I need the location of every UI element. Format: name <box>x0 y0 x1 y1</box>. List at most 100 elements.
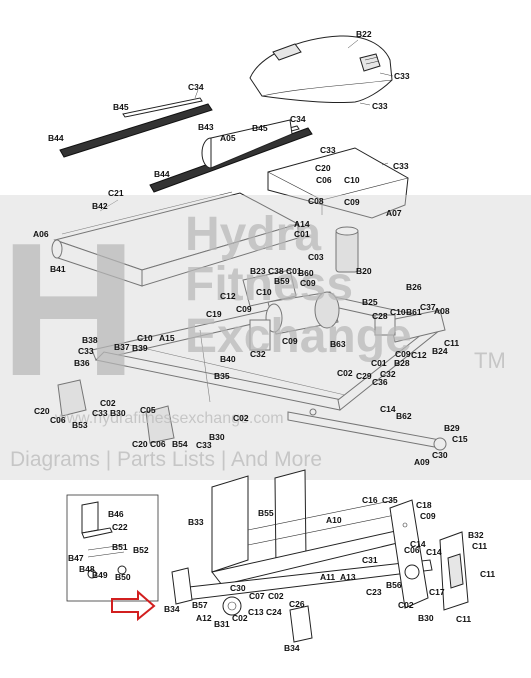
caster-wheel <box>222 596 242 616</box>
inset-detail-box <box>66 494 159 602</box>
label-C33-low: C33 <box>196 440 212 450</box>
label-B31: B31 <box>214 619 230 629</box>
label-C10-low: C10 <box>137 333 153 343</box>
label-C11-mid: C11 <box>472 541 487 551</box>
motor-pan <box>267 147 409 219</box>
label-C01-right: C01 <box>371 358 387 368</box>
label-C09-bottom: C09 <box>420 511 436 521</box>
label-B42: B42 <box>92 201 108 211</box>
label-C10-top: C10 <box>344 175 360 185</box>
label-B46: B46 <box>108 509 124 519</box>
label-B48: B48 <box>79 564 95 574</box>
label-C24: C24 <box>266 607 282 617</box>
label-C18: C18 <box>416 500 432 510</box>
label-B29: B29 <box>444 423 460 433</box>
label-C33-mid-left: C33 <box>92 408 108 418</box>
incline-bracket <box>374 309 446 343</box>
label-A08: A08 <box>434 306 450 316</box>
label-C33-mid: C33 <box>320 145 336 155</box>
side-cover <box>439 531 469 611</box>
label-C33-right: C33 <box>393 161 409 171</box>
label-C02-left: C02 <box>100 398 116 408</box>
label-C31: C31 <box>362 555 378 565</box>
label-C02-right: C02 <box>337 368 353 378</box>
label-B40: B40 <box>220 354 236 364</box>
label-C33-left: C33 <box>78 346 94 356</box>
label-A06: A06 <box>33 229 49 239</box>
label-C17: C17 <box>429 587 445 597</box>
label-C09-motor: C09 <box>282 336 298 346</box>
label-B32: B32 <box>468 530 484 540</box>
watermark-url: www.hydrafitnessexchange.com <box>54 410 284 427</box>
watermark-line2: Fitness <box>185 258 353 311</box>
running-belt <box>51 191 300 287</box>
watermark-trademark: TM <box>474 348 506 373</box>
label-B38: B38 <box>82 335 98 345</box>
label-C09-mid: C09 <box>300 278 316 288</box>
label-B60: B60 <box>298 268 314 278</box>
watermark-line3: Exchange <box>185 310 412 363</box>
label-C14-bottom: C14 <box>426 547 442 557</box>
label-C07: C07 <box>249 591 265 601</box>
rear-foot-left <box>57 379 87 417</box>
label-C19: C19 <box>206 309 222 319</box>
label-C11-right: C11 <box>480 569 495 579</box>
front-roller <box>201 119 293 169</box>
front-foot-right <box>289 605 313 643</box>
label-A05: A05 <box>220 133 236 143</box>
watermark-logo: H <box>0 204 137 416</box>
label-C16: C16 <box>362 495 378 505</box>
highlight-arrow <box>111 589 156 622</box>
label-C34-mid: C34 <box>290 114 306 124</box>
label-C28: C28 <box>372 311 388 321</box>
label-C20-mid: C20 <box>132 439 148 449</box>
label-B53: B53 <box>72 420 88 430</box>
label-C06-left: C06 <box>50 415 66 425</box>
label-B55: B55 <box>258 508 274 518</box>
label-C20-left: C20 <box>34 406 50 416</box>
label-C02-mid: C02 <box>233 413 249 423</box>
label-C26: C26 <box>289 599 305 609</box>
label-B61: B61 <box>406 307 422 317</box>
watermark: H Hydra Fitness Exchange TM www.hydrafit… <box>0 195 531 480</box>
label-C29: C29 <box>356 371 372 381</box>
label-C10-right: C10 <box>390 307 406 317</box>
rail-insert <box>122 97 203 118</box>
label-A12: A12 <box>196 613 212 623</box>
label-C06-bottom: C06 <box>404 545 420 555</box>
label-B44-mid: B44 <box>154 169 170 179</box>
label-C33-hood: C33 <box>372 101 388 111</box>
label-B57: B57 <box>192 600 208 610</box>
label-C05: C05 <box>140 405 156 415</box>
motor-bracket <box>242 269 297 351</box>
label-C30-top: C30 <box>432 450 448 460</box>
label-B62: B62 <box>396 411 412 421</box>
label-C35: C35 <box>382 495 398 505</box>
label-C11-bottom: C11 <box>456 614 471 624</box>
label-B56: B56 <box>386 580 402 590</box>
label-B22: B22 <box>356 29 372 39</box>
label-B25: B25 <box>362 297 378 307</box>
label-B23: B23 <box>250 266 266 276</box>
label-C03: C03 <box>308 252 324 262</box>
label-C06-mid: C06 <box>150 439 166 449</box>
label-B34-left: B34 <box>164 604 180 614</box>
label-C09-top: C09 <box>344 197 360 207</box>
label-C37: C37 <box>420 302 436 312</box>
right-upright <box>389 499 429 609</box>
label-C22: C22 <box>112 522 128 532</box>
label-C14-bottom-upper: C14 <box>410 539 426 549</box>
motor-hood-cover <box>249 35 393 104</box>
label-C34-top: C34 <box>188 82 204 92</box>
label-B59: B59 <box>274 276 290 286</box>
label-B36: B36 <box>74 358 90 368</box>
label-B45-mid: B45 <box>252 123 268 133</box>
label-C08: C08 <box>308 196 324 206</box>
label-A11: A11 <box>320 572 335 582</box>
label-B34-bottom: B34 <box>284 643 300 653</box>
label-C20-top: C20 <box>315 163 331 173</box>
label-C01-mid: C01 <box>286 266 302 276</box>
label-B35: B35 <box>214 371 230 381</box>
label-B63: B63 <box>330 339 346 349</box>
label-B54: B54 <box>172 439 188 449</box>
